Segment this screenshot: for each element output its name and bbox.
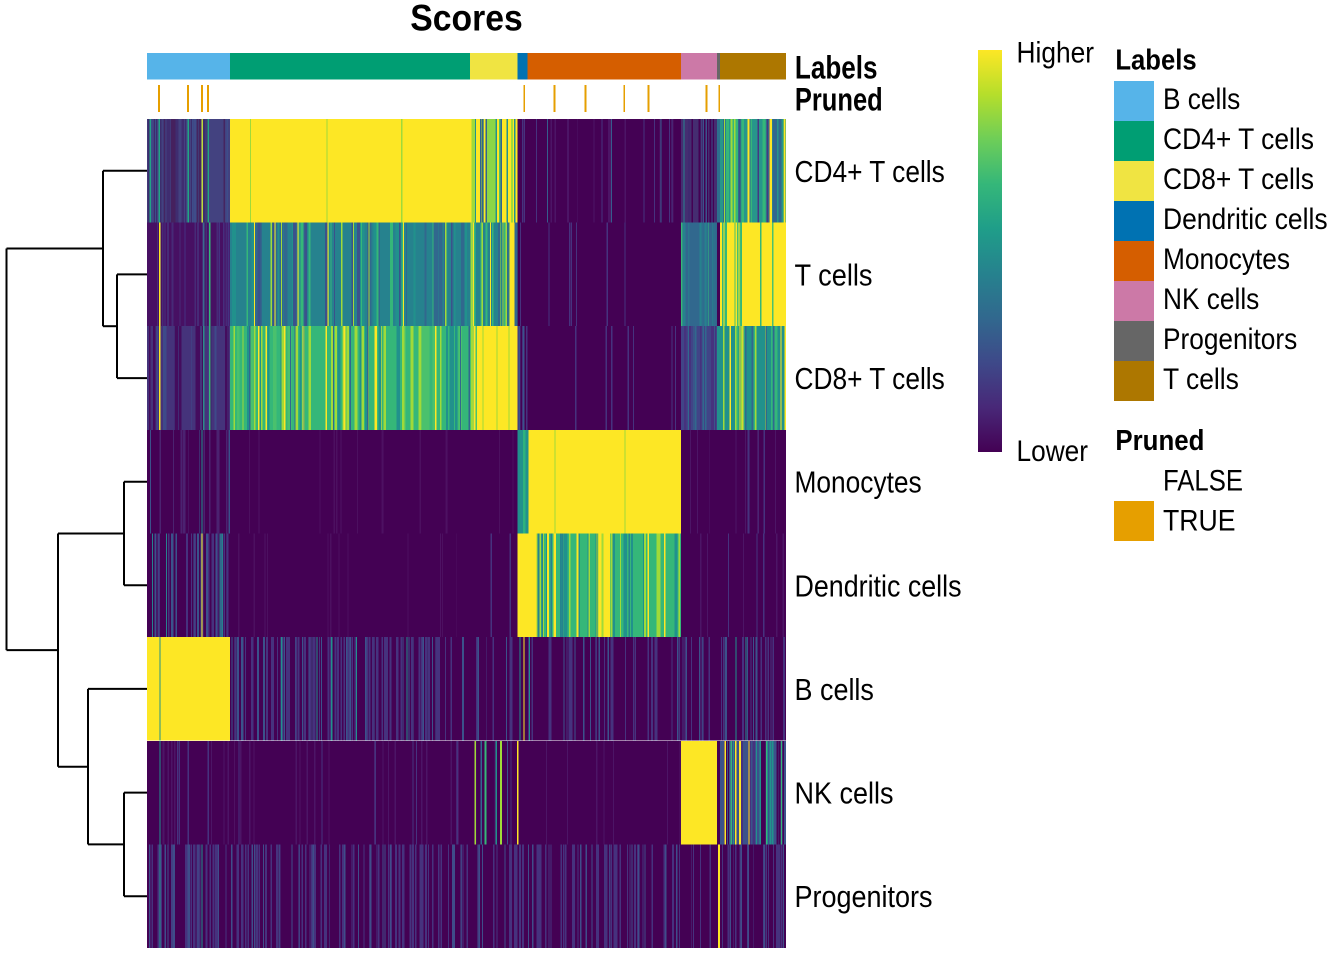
svg-text:Progenitors: Progenitors <box>1163 323 1297 356</box>
svg-text:CD8+ T cells: CD8+ T cells <box>795 361 945 396</box>
svg-text:B cells: B cells <box>1163 83 1240 116</box>
svg-text:FALSE: FALSE <box>1163 465 1243 498</box>
svg-text:B cells: B cells <box>795 672 874 707</box>
svg-text:Higher: Higher <box>1017 37 1095 70</box>
svg-text:Dendritic cells: Dendritic cells <box>795 568 962 603</box>
svg-text:Pruned: Pruned <box>795 82 883 118</box>
svg-text:Pruned: Pruned <box>1115 425 1204 457</box>
svg-text:CD4+ T cells: CD4+ T cells <box>795 154 945 189</box>
svg-text:T cells: T cells <box>795 257 873 292</box>
svg-text:Lower: Lower <box>1017 435 1089 468</box>
svg-text:T cells: T cells <box>1163 363 1239 396</box>
svg-text:Labels: Labels <box>795 50 878 86</box>
svg-text:CD4+ T cells: CD4+ T cells <box>1163 123 1314 156</box>
svg-text:NK cells: NK cells <box>1163 283 1259 316</box>
svg-text:CD8+ T cells: CD8+ T cells <box>1163 163 1314 196</box>
svg-text:TRUE: TRUE <box>1163 505 1236 538</box>
svg-text:Monocytes: Monocytes <box>795 465 922 500</box>
svg-text:NK cells: NK cells <box>795 776 894 811</box>
svg-text:Progenitors: Progenitors <box>795 879 933 914</box>
svg-text:Scores: Scores <box>410 0 522 39</box>
svg-text:Dendritic cells: Dendritic cells <box>1163 203 1328 236</box>
svg-text:Monocytes: Monocytes <box>1163 243 1290 276</box>
svg-text:Labels: Labels <box>1115 45 1196 77</box>
